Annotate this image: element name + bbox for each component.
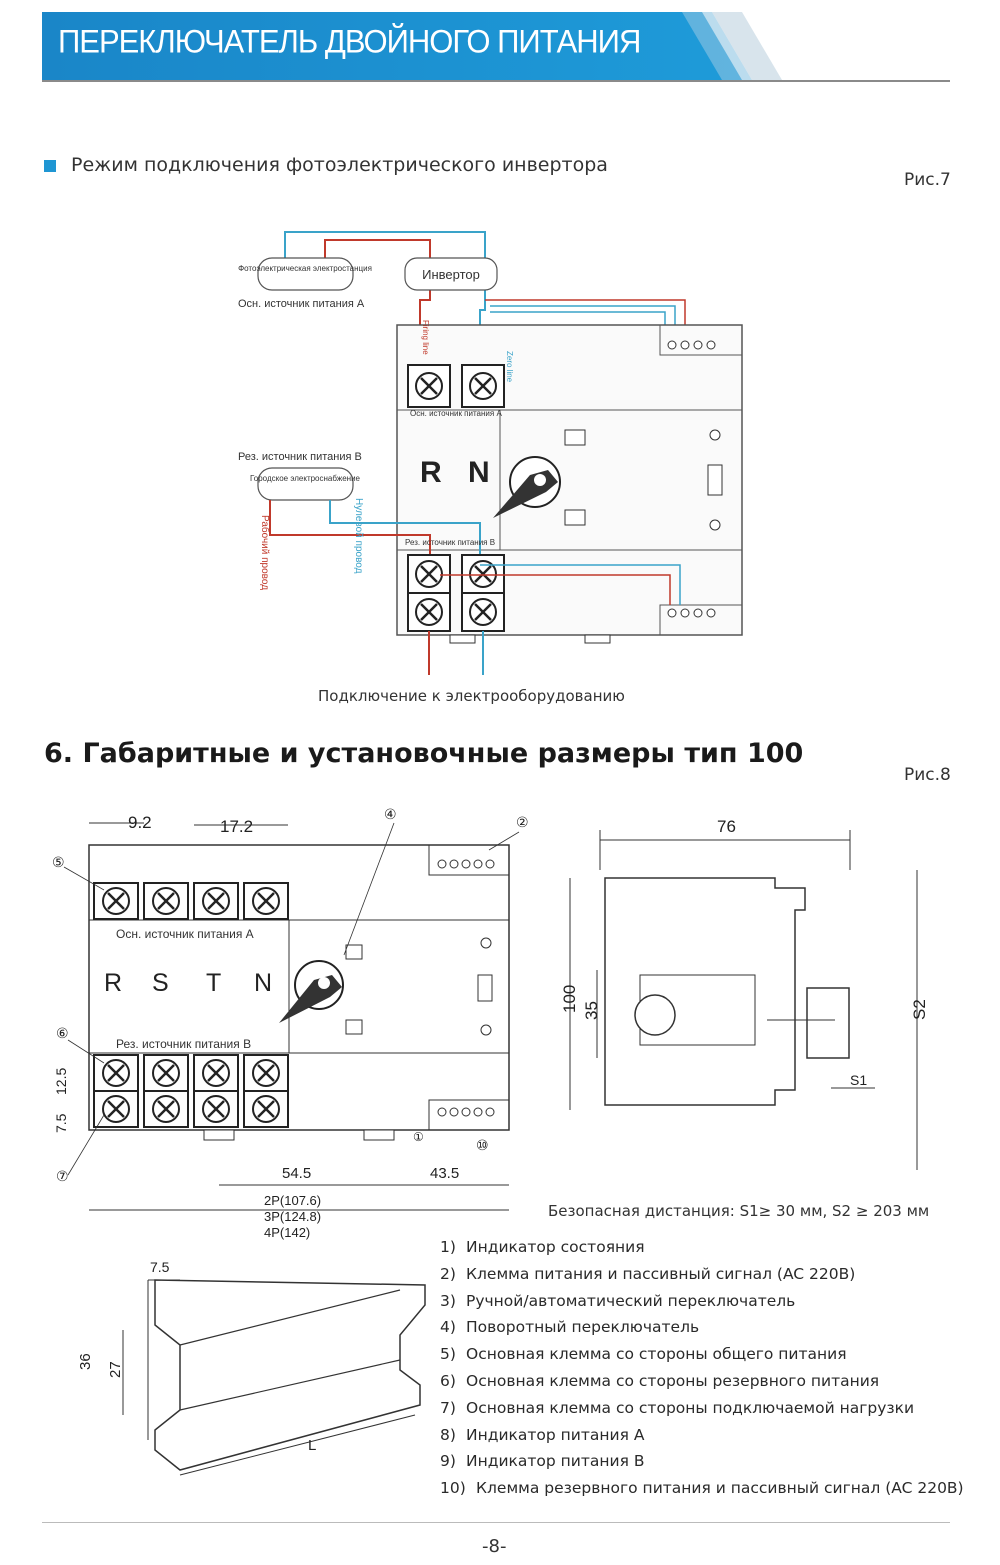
callout-1: ① bbox=[413, 1130, 424, 1144]
side-35: 35 bbox=[582, 1001, 601, 1020]
pv-station-label: Фотоэлектрическая электростанция bbox=[238, 264, 372, 273]
backup-source-label: Рез. источник питания В bbox=[238, 451, 362, 463]
letter-t: T bbox=[206, 969, 221, 997]
legend-list: 1)Индикатор состояния 2)Клемма питания и… bbox=[440, 1238, 964, 1506]
dims-section-title: 6. Габаритные и установочные размеры тип… bbox=[44, 738, 804, 769]
page-number: -8- bbox=[482, 1536, 507, 1557]
section-bullet bbox=[44, 160, 56, 172]
side-width: 76 bbox=[717, 817, 736, 836]
side-s1: S1 bbox=[850, 1072, 867, 1088]
legend-item-2: 2)Клемма питания и пассивный сигнал (AC … bbox=[440, 1264, 856, 1283]
working-wire-label: Рабочий провод bbox=[259, 515, 271, 590]
device-main-label: Осн. источник питания А bbox=[410, 409, 502, 418]
legend-item-10: 10)Клемма резервного питания и пассивный… bbox=[440, 1479, 964, 1498]
pv-section-title: Режим подключения фотоэлектрического инв… bbox=[71, 154, 608, 176]
din-rail-drawing: 36 27 7.5 L bbox=[77, 1259, 426, 1476]
dim-12-5: 12.5 bbox=[53, 1068, 69, 1095]
legend-item-9: 9)Индикатор питания В bbox=[440, 1452, 645, 1471]
callout-7: ⑦ bbox=[56, 1168, 69, 1184]
rail-7-5: 7.5 bbox=[150, 1259, 170, 1275]
rail-27: 27 bbox=[107, 1361, 124, 1378]
legend-item-7: 7)Основная клемма со стороны подключаемо… bbox=[440, 1398, 915, 1417]
callout-5: ⑤ bbox=[52, 854, 65, 870]
side-s2: S2 bbox=[910, 999, 929, 1020]
dim-4p: 4P(142) bbox=[264, 1225, 310, 1240]
fig7-label: Рис.7 bbox=[904, 170, 951, 190]
dim-side: 43.5 bbox=[430, 1165, 459, 1182]
dim-mount: 54.5 bbox=[282, 1165, 311, 1182]
legend-item-6: 6)Основная клемма со стороны резервного … bbox=[440, 1371, 880, 1390]
front-view-drawing: Осн. источник питания А Рез. источник пи… bbox=[52, 806, 529, 1240]
dim-7-5: 7.5 bbox=[53, 1113, 69, 1133]
callout-10: ⑩ bbox=[476, 1137, 489, 1153]
main-source-label: Осн. источник питания А bbox=[238, 298, 365, 310]
letter-r: R bbox=[420, 456, 442, 489]
legend-item-5: 5)Основная клемма со стороны общего пита… bbox=[440, 1345, 847, 1364]
legend-item-3: 3)Ручной/автоматический переключатель bbox=[440, 1291, 796, 1310]
page-title: ПЕРЕКЛЮЧАТЕЛЬ ДВОЙНОГО ПИТАНИЯ bbox=[58, 23, 641, 60]
safe-distance-note: Безопасная дистанция: S1≥ 30 мм, S2 ≥ 20… bbox=[548, 1202, 930, 1220]
side-100: 100 bbox=[560, 985, 579, 1013]
front-main-label: Осн. источник питания А bbox=[116, 927, 254, 941]
legend-item-8: 8)Индикатор питания А bbox=[440, 1425, 645, 1444]
side-view-drawing: 76 100 35 S2 S1 bbox=[560, 817, 929, 1170]
letter-s: S bbox=[152, 969, 169, 997]
front-backup-label: Рез. источник питания В bbox=[116, 1037, 251, 1051]
zero-line-label: Zero line bbox=[505, 351, 514, 383]
device-backup-label: Рез. источник питания В bbox=[405, 538, 495, 547]
dim-pitch: 9.2 bbox=[128, 813, 152, 832]
callout-4: ④ bbox=[384, 806, 397, 822]
legend-item-4: 4)Поворотный переключатель bbox=[440, 1318, 700, 1337]
dim-2p: 2P(107.6) bbox=[264, 1193, 321, 1208]
header-banner bbox=[42, 12, 950, 82]
footer-divider bbox=[42, 1522, 950, 1523]
city-supply-label: Городское электроснабжение bbox=[250, 474, 361, 483]
letter-r: R bbox=[104, 969, 122, 997]
rail-l: L bbox=[308, 1437, 316, 1454]
legend-item-1: 1)Индикатор состояния bbox=[440, 1238, 645, 1256]
fig8-label: Рис.8 bbox=[904, 765, 951, 785]
dim-3p: 3P(124.8) bbox=[264, 1209, 321, 1224]
letter-n: N bbox=[468, 456, 490, 489]
dim-gap: 17.2 bbox=[220, 817, 253, 836]
neutral-wire-label: Нулевой провод bbox=[353, 498, 364, 574]
inverter-label: Инвертор bbox=[422, 267, 480, 282]
firing-line-label: Firing line bbox=[421, 320, 430, 355]
rail-36: 36 bbox=[77, 1353, 94, 1370]
pv-wiring-diagram: Фотоэлектрическая электростанция Осн. ис… bbox=[238, 231, 743, 675]
equipment-caption: Подключение к электрооборудованию bbox=[318, 687, 625, 705]
letter-n: N bbox=[254, 969, 272, 997]
callout-6: ⑥ bbox=[56, 1025, 69, 1041]
callout-2: ② bbox=[516, 814, 529, 830]
